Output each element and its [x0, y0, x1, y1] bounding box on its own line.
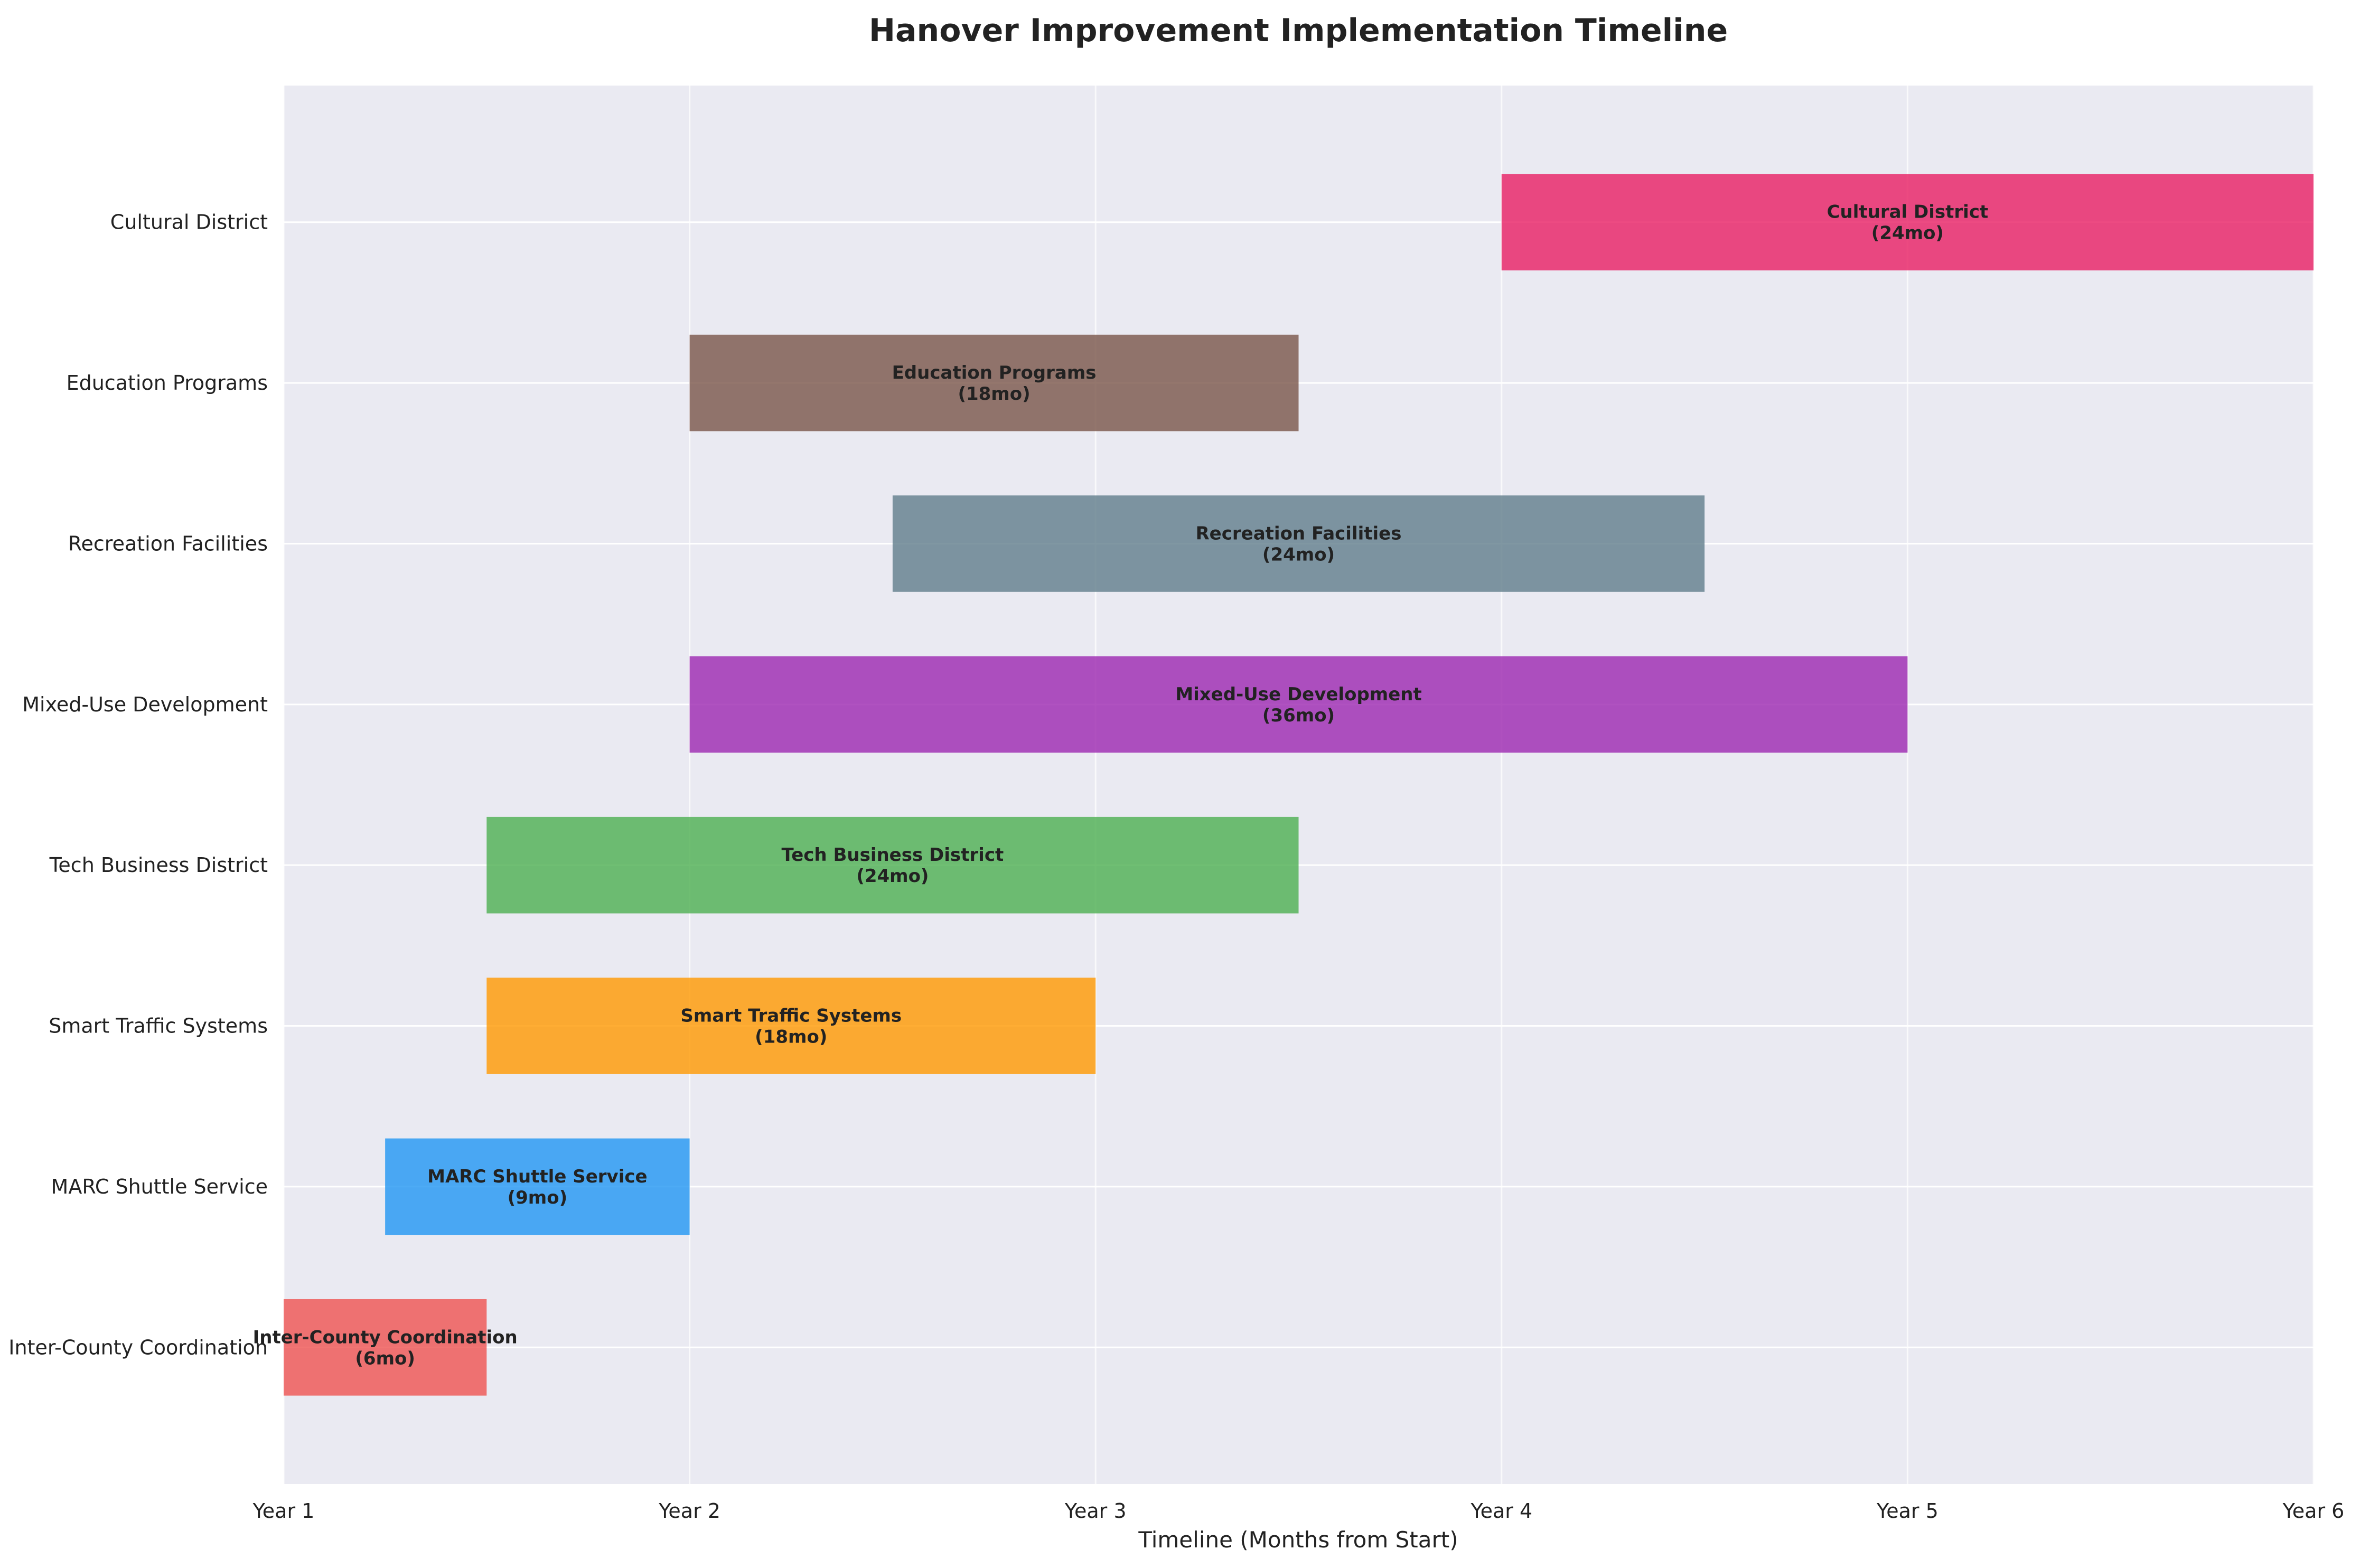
bar-label: Recreation Facilities — [1196, 523, 1402, 544]
x-tick-label: Year 2 — [658, 1499, 720, 1523]
bar-duration-label: (36mo) — [1262, 705, 1335, 726]
bar-cultural-district — [1501, 174, 2314, 271]
bar-duration-label: (6mo) — [355, 1348, 415, 1369]
chart-title: Hanover Improvement Implementation Timel… — [869, 12, 1728, 49]
bar-label: Smart Traffic Systems — [680, 1006, 902, 1027]
bar-duration-label: (18mo) — [755, 1027, 827, 1048]
bar-label: Inter-County Coordination — [253, 1327, 518, 1348]
bar-duration-label: (24mo) — [1871, 223, 1944, 244]
y-tick-label: Mixed-Use Development — [22, 693, 268, 716]
bar-label: Cultural District — [1827, 202, 1989, 223]
bar-tech-business-district — [486, 816, 1299, 914]
bar-duration-label: (9mo) — [508, 1187, 568, 1208]
bar-inter-county-coordination — [284, 1299, 487, 1396]
y-tick-label: Inter-County Coordination — [8, 1336, 268, 1359]
bar-education-programs — [689, 334, 1299, 431]
x-tick-label: Year 5 — [1876, 1499, 1938, 1523]
x-tick-label: Year 1 — [252, 1499, 315, 1523]
y-tick-label: Tech Business District — [49, 853, 268, 877]
bar-recreation-facilities — [892, 495, 1705, 592]
bar-label: Mixed-Use Development — [1175, 684, 1421, 705]
bar-marc-shuttle-service — [385, 1138, 690, 1235]
bar-mixed-use-development — [689, 656, 1908, 753]
x-axis-label: Timeline (Months from Start) — [1138, 1527, 1458, 1553]
x-tick-label: Year 3 — [1064, 1499, 1127, 1523]
bar-duration-label: (24mo) — [1262, 544, 1335, 565]
bar-label: Education Programs — [892, 362, 1097, 383]
y-tick-label: MARC Shuttle Service — [51, 1175, 268, 1198]
y-tick-label: Cultural District — [110, 211, 268, 234]
y-tick-label: Smart Traffic Systems — [49, 1015, 268, 1038]
bar-duration-label: (18mo) — [958, 383, 1030, 405]
bars: Inter-County Coordination(6mo) MARC Shutt… — [253, 174, 2314, 1396]
x-tick-label: Year 6 — [2282, 1499, 2345, 1523]
bar-duration-label: (24mo) — [856, 866, 929, 887]
bar-label: MARC Shuttle Service — [427, 1166, 647, 1187]
x-tick-label: Year 4 — [1470, 1499, 1532, 1523]
bar-smart-traffic-systems — [486, 978, 1096, 1074]
bar-label: Tech Business District — [782, 844, 1004, 866]
x-tick-labels: Year 1 Year 2 Year 3 Year 4 Year 5 Year 6 — [252, 1499, 2345, 1523]
y-tick-labels: Inter-County Coordination MARC Shuttle Se… — [8, 211, 268, 1359]
y-tick-label: Recreation Facilities — [68, 532, 268, 555]
plot-area — [284, 86, 2314, 1484]
y-tick-label: Education Programs — [67, 371, 268, 395]
